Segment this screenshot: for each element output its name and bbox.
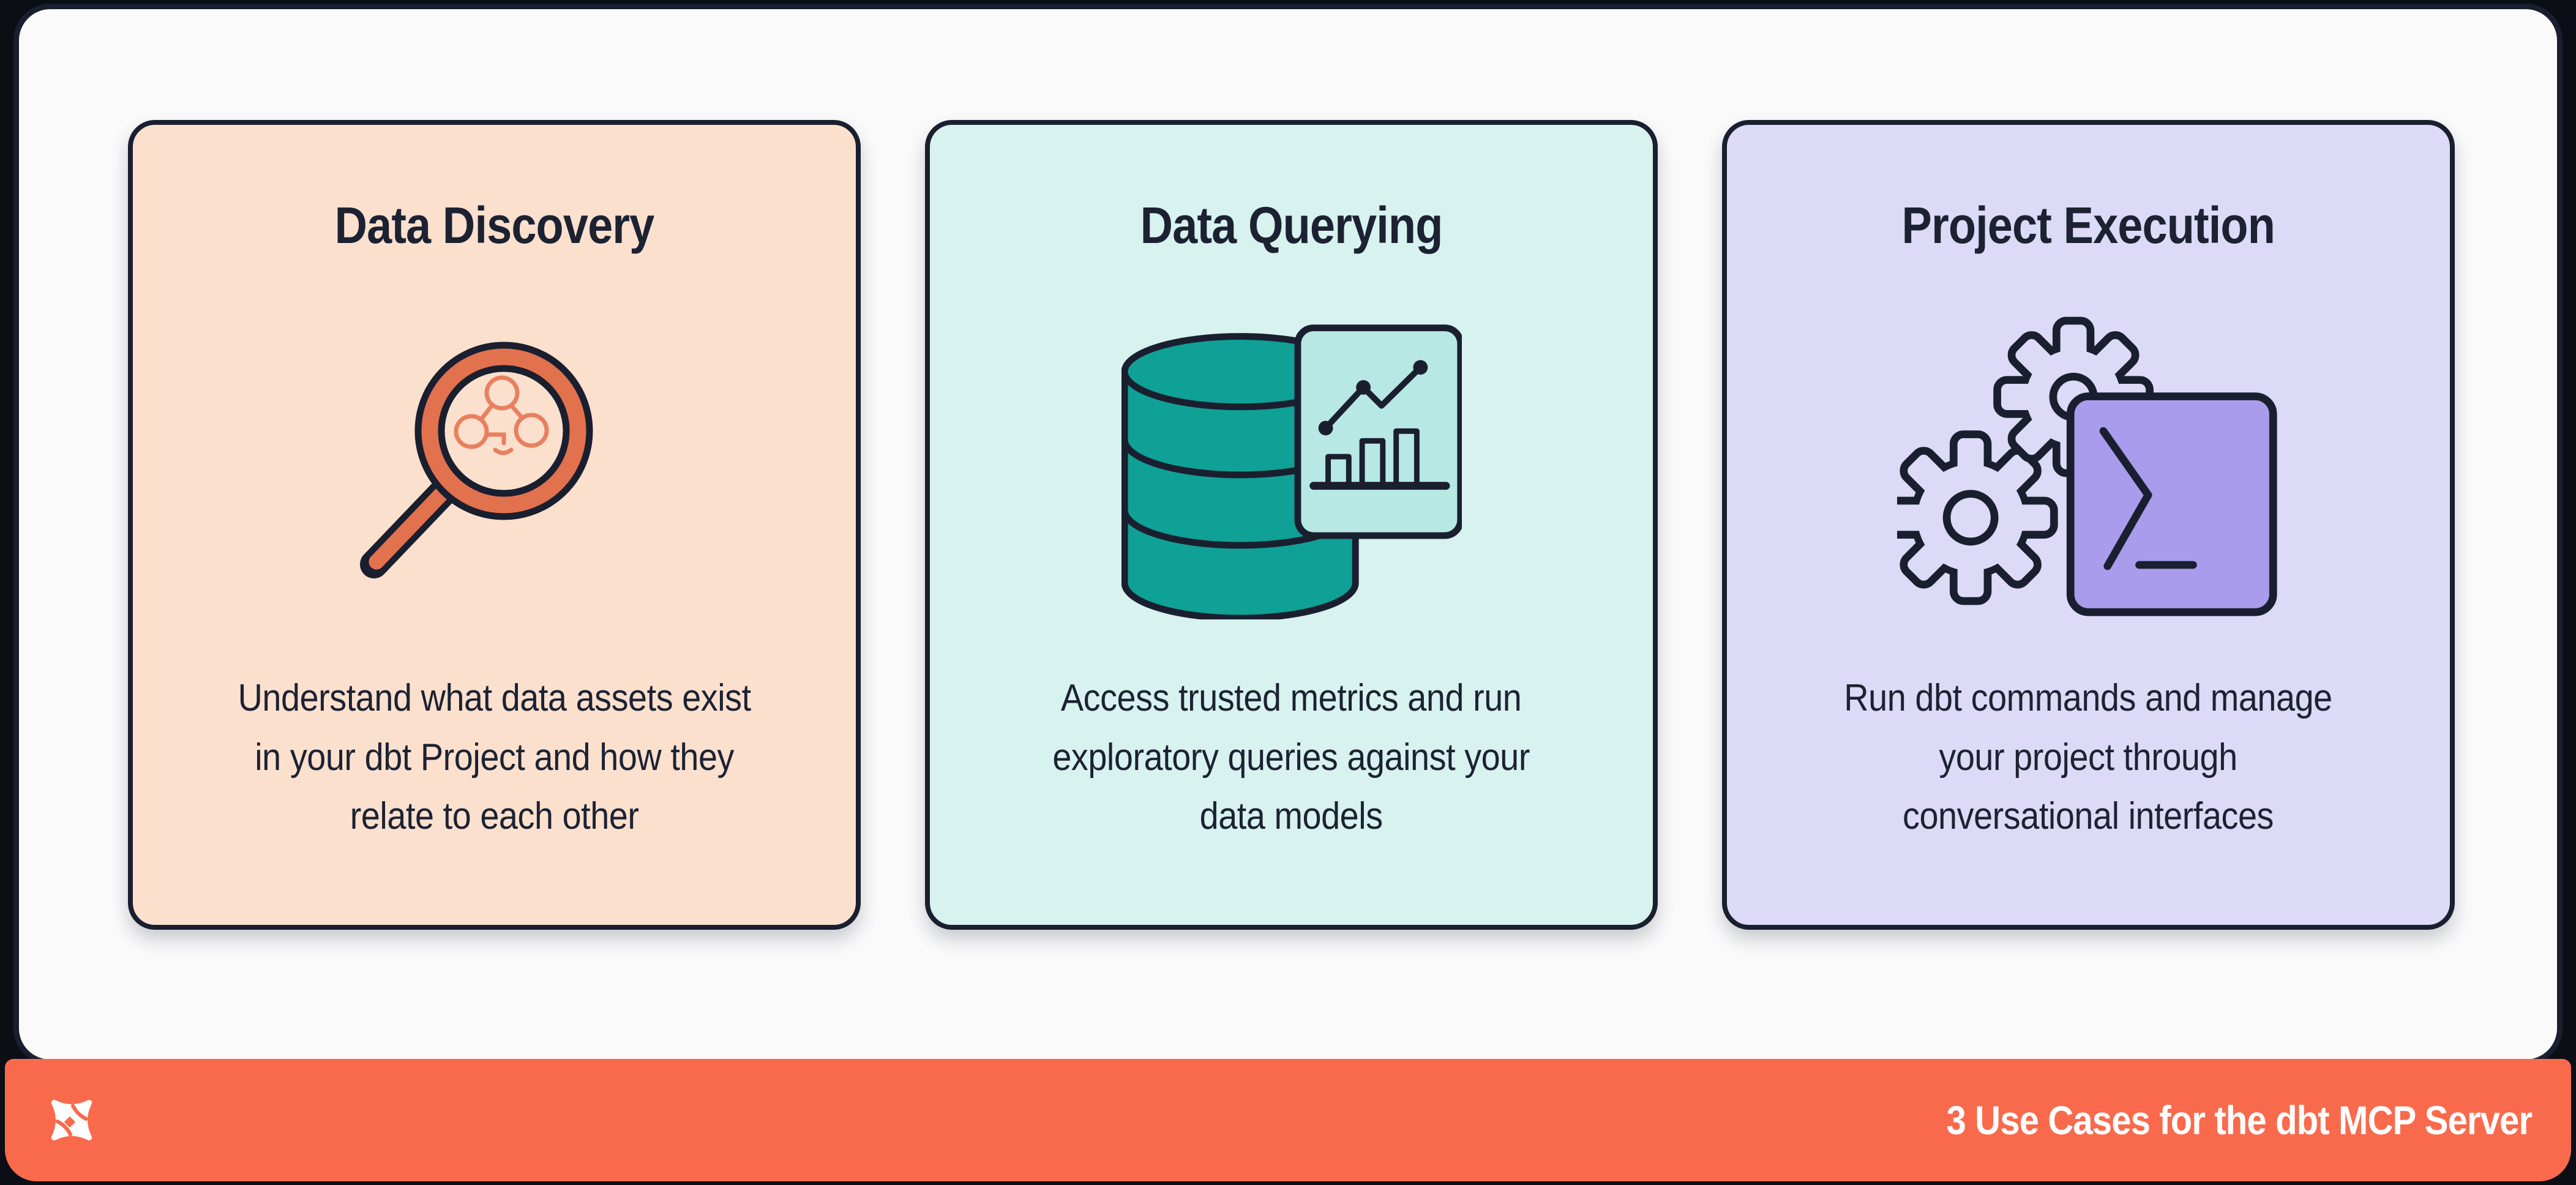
card-body-line: relate to each other <box>350 795 639 838</box>
card-description: Access trusted metrics and run explorato… <box>1053 669 1530 847</box>
card-icon-area <box>133 253 856 668</box>
card-body-line: Understand what data assets exist <box>238 676 751 719</box>
card-body-line: exploratory queries against your <box>1052 736 1530 779</box>
dbt-logo <box>51 1099 92 1141</box>
lineage-edge-left <box>479 403 494 422</box>
card-body-line: your project through <box>1939 736 2238 779</box>
line-chart-dot-2 <box>1355 379 1371 395</box>
card-body-line: data models <box>1199 795 1383 838</box>
dbt-logo-slash-sw <box>55 1119 73 1137</box>
card-project-execution: Project Execution <box>1722 120 2455 930</box>
lineage-graph-icon <box>454 375 549 455</box>
card-data-querying: Data Querying <box>925 120 1658 930</box>
dbt-logo-slash-ne <box>70 1104 88 1121</box>
line-chart-dot-1 <box>1318 421 1333 435</box>
use-case-cards: Data Discovery <box>128 120 2455 930</box>
magnifier-lens <box>438 365 569 497</box>
card-description: Understand what data assets exist in you… <box>238 669 751 847</box>
lineage-arc <box>493 447 513 455</box>
card-icon-area <box>1727 253 2450 668</box>
card-title: Project Execution <box>1901 196 2275 254</box>
gear-large-hole <box>1942 489 1999 545</box>
terminal-chevron <box>2099 427 2152 570</box>
card-body-line: conversational interfaces <box>1903 795 2274 838</box>
chart-panel-icon <box>1294 324 1462 539</box>
card-icon-area <box>930 253 1653 668</box>
database-chart-icon <box>1121 324 1462 619</box>
line-chart-dot-3 <box>1412 359 1428 375</box>
card-body-line: Run dbt commands and manage <box>1844 676 2333 719</box>
card-title: Data Discovery <box>334 196 655 254</box>
lineage-edge-right <box>509 403 524 421</box>
gears-terminal-icon <box>1897 306 2277 616</box>
card-description: Run dbt commands and manage your project… <box>1844 669 2333 847</box>
terminal-icon <box>2066 392 2277 616</box>
card-body-line: Access trusted metrics and run <box>1061 676 1522 719</box>
gear-large-icon <box>1897 438 2050 597</box>
line-chart <box>1322 364 1423 431</box>
lineage-elbow <box>484 432 506 446</box>
card-title: Data Querying <box>1140 196 1443 254</box>
magnifier-lineage-icon <box>359 342 593 578</box>
card-data-discovery: Data Discovery <box>128 120 861 930</box>
lineage-node-left <box>454 414 489 449</box>
card-body-line: in your dbt Project and how they <box>255 736 734 779</box>
footer-title: 3 Use Cases for the dbt MCP Server <box>1946 1097 2533 1143</box>
lineage-node-top <box>484 375 519 411</box>
footer-band: 3 Use Cases for the dbt MCP Server <box>5 1059 2571 1181</box>
lineage-node-right <box>514 413 549 448</box>
